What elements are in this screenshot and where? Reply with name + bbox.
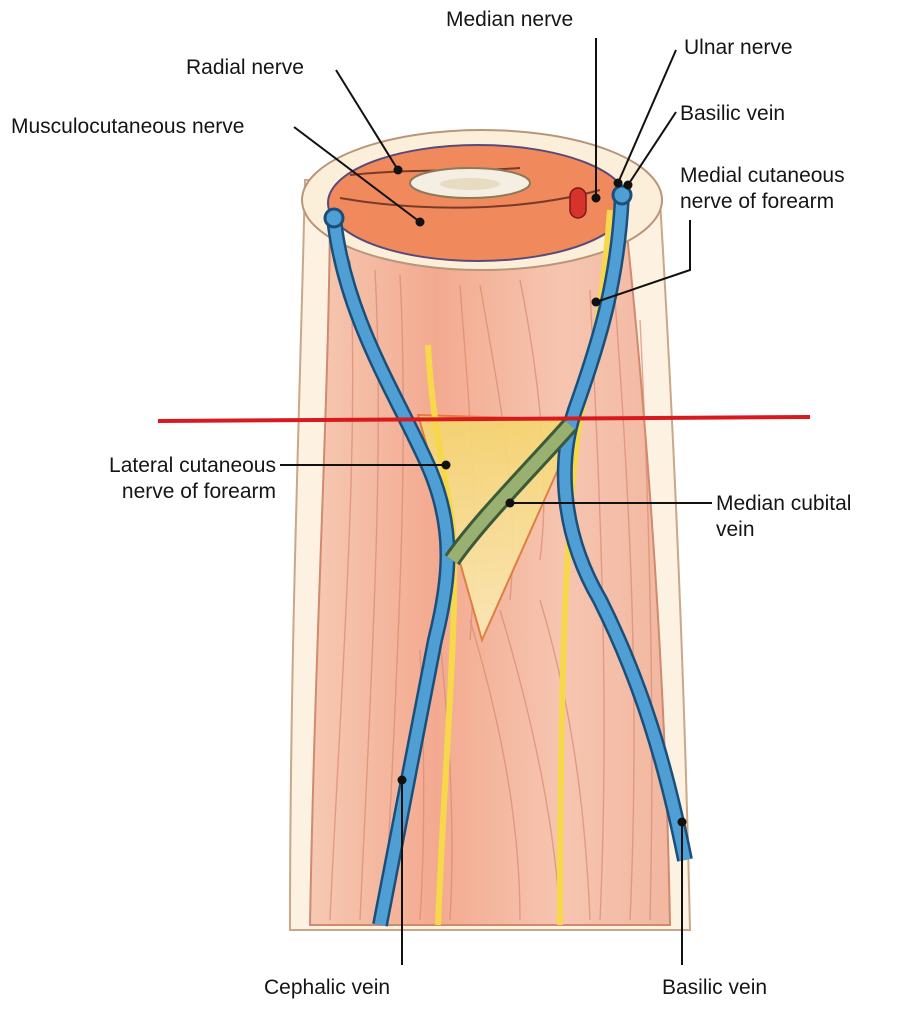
humerus-marrow: [440, 178, 500, 190]
brachial-artery: [569, 187, 587, 219]
basilic-vein-section: [611, 184, 633, 206]
label-radial-nerve: Radial nerve: [186, 56, 304, 79]
label-lateral-cutaneous-line-1: Lateral cutaneous: [109, 454, 276, 477]
label-basilic-vein-top: Basilic vein: [680, 102, 786, 125]
leader-lines: [280, 38, 712, 965]
muscle-septum: [339, 189, 601, 209]
leader-dots: [393, 165, 687, 827]
cut-line: [157, 415, 811, 423]
label-ulnar-nerve: Ulnar nerve: [684, 36, 793, 59]
label-medial-cutaneous-line-2: nerve of forearm: [680, 190, 835, 213]
label-lateral-cutaneous-nerve: Lateral cutaneous nerve of forearm: [70, 453, 276, 505]
label-median-cubital-line-2: vein: [716, 518, 755, 541]
label-medial-cutaneous-nerve: Medial cutaneous nerve of forearm: [680, 163, 845, 215]
label-medial-cutaneous-line-1: Medial cutaneous: [680, 164, 845, 187]
label-cephalic-vein: Cephalic vein: [264, 976, 391, 999]
label-lateral-cutaneous-line-2: nerve of forearm: [121, 480, 276, 503]
medial-cutaneous-nerve: [557, 209, 613, 926]
label-median-cubital-vein: Median cubital vein: [716, 491, 851, 543]
label-median-cubital-line-1: Median cubital: [716, 492, 852, 515]
label-median-nerve: Median nerve: [446, 8, 574, 31]
cephalic-vein-section: [323, 207, 345, 229]
label-musculocutaneous-nerve: Musculocutaneous nerve: [11, 115, 245, 138]
label-basilic-vein-bottom: Basilic vein: [662, 976, 768, 999]
